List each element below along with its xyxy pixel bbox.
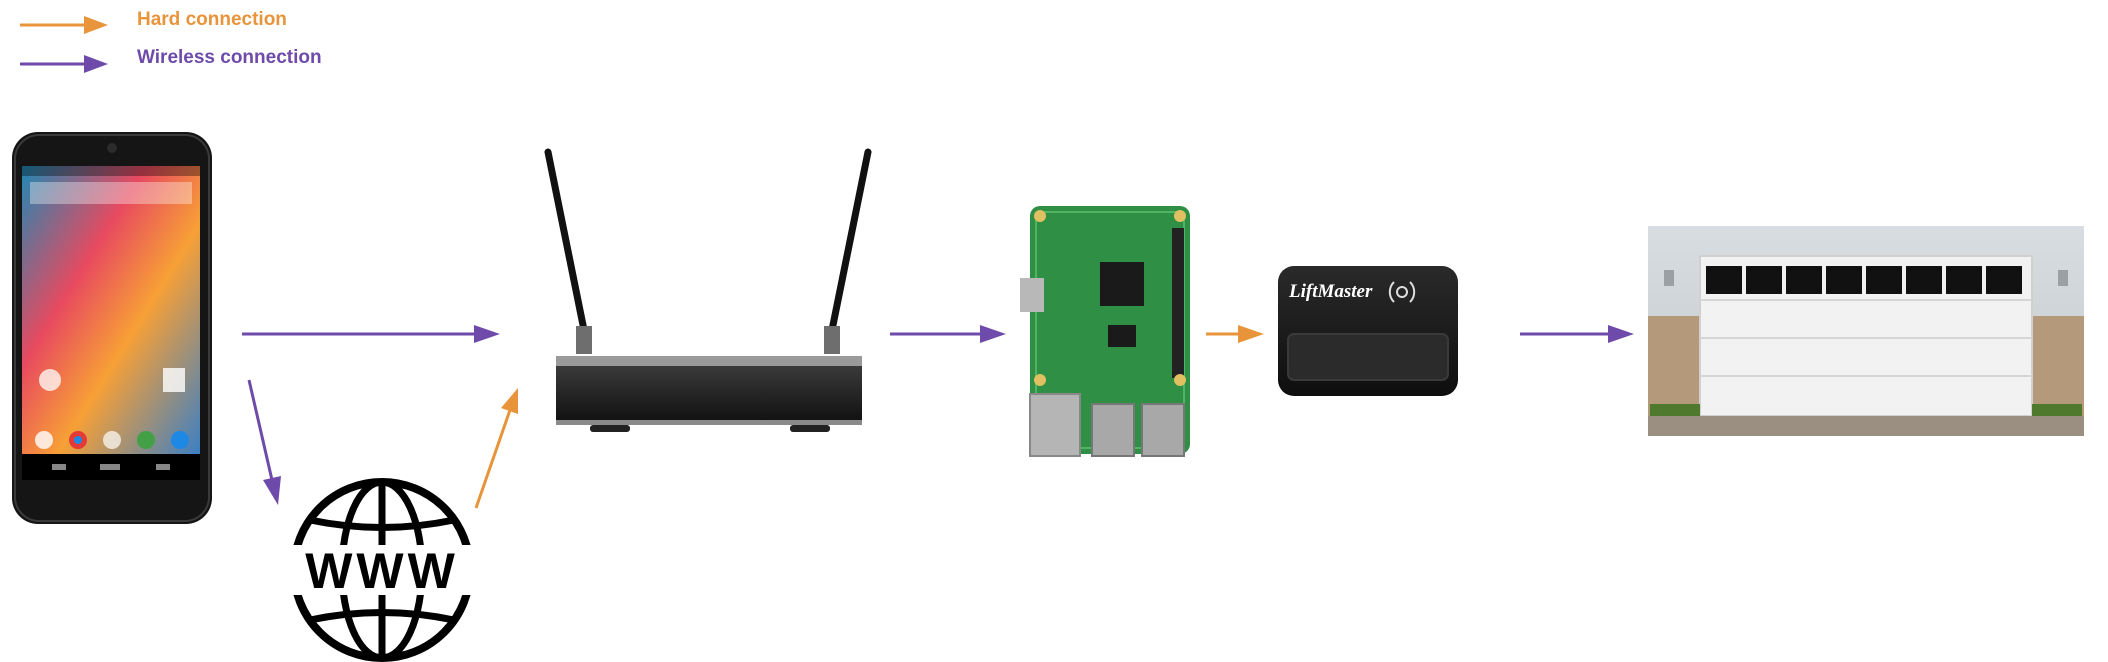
www-label: WWW — [305, 543, 459, 599]
arrow-pi-to-remote — [1206, 325, 1264, 343]
liftmaster-brand-label: LiftMaster — [1289, 281, 1373, 302]
legend-hard-arrow — [20, 16, 108, 34]
arrow-phone-to-internet — [247, 379, 281, 505]
wifi-router-icon — [544, 148, 872, 432]
legend-hard-label: Hard connection — [137, 9, 287, 30]
garage-door-icon — [1648, 226, 2084, 436]
arrow-phone-to-router — [242, 325, 500, 343]
globe-www-icon: WWW — [286, 478, 478, 662]
garage-remote-icon — [1278, 266, 1458, 396]
raspberry-pi-board-icon — [1020, 206, 1190, 457]
legend-wireless-arrow — [20, 55, 108, 73]
arrow-remote-to-garage — [1520, 325, 1634, 343]
arrow-router-to-pi — [890, 325, 1006, 343]
smartphone-icon — [12, 132, 212, 524]
legend-wireless-label: Wireless connection — [137, 47, 322, 68]
arrow-internet-to-router — [474, 388, 518, 509]
